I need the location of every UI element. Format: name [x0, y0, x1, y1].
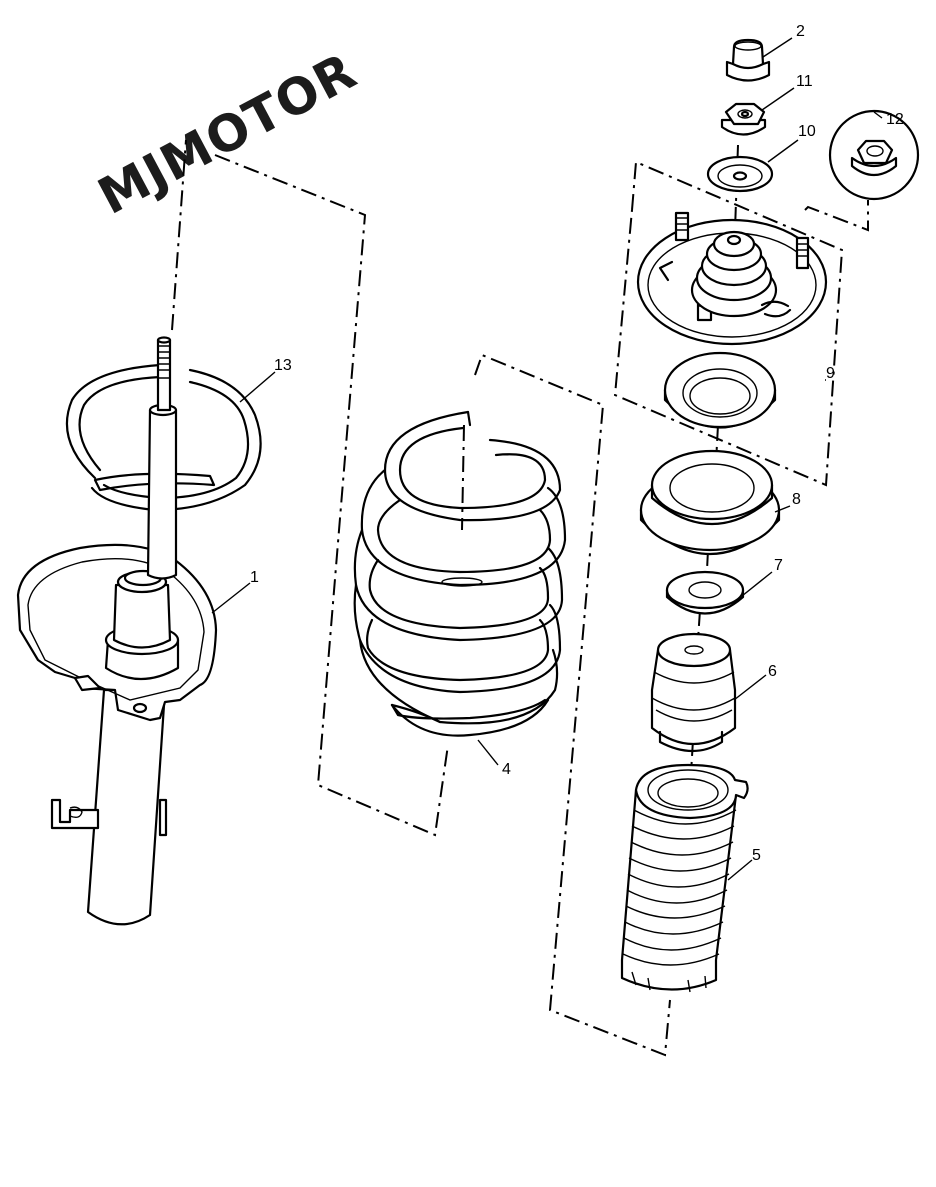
part-9-top-mount [636, 211, 828, 346]
part-2-dust-cap [725, 38, 771, 82]
part-11-nut [720, 102, 767, 136]
part-4-coil-spring [353, 410, 567, 737]
part-13-spring-pad [65, 363, 262, 512]
part-6-bump-stop [650, 632, 737, 752]
callout-13: 13 [274, 357, 292, 374]
part-7-bump-washer [665, 570, 745, 615]
callout-9: 9 [826, 365, 835, 382]
part-5-dust-boot [620, 763, 749, 993]
part-8-spring-seat [639, 449, 781, 556]
callout-7: 7 [774, 557, 783, 574]
leader-lines [211, 37, 883, 881]
callout-10: 10 [798, 123, 816, 140]
part-10-washer [706, 155, 774, 193]
callout-1: 1 [250, 569, 259, 586]
callout-4: 4 [502, 761, 511, 778]
callout-11: 11 [796, 73, 813, 90]
callout-labels: 2 11 10 12 9 8 7 6 5 4 1 13 [250, 23, 904, 864]
callout-2: 2 [796, 23, 805, 40]
callout-8: 8 [792, 491, 801, 508]
part-9-bearing [663, 351, 777, 429]
callout-5: 5 [752, 847, 761, 864]
part-12-flange-nut [828, 109, 920, 201]
callout-6: 6 [768, 663, 777, 680]
callout-12: 12 [886, 111, 904, 128]
part-1-strut [16, 336, 218, 926]
